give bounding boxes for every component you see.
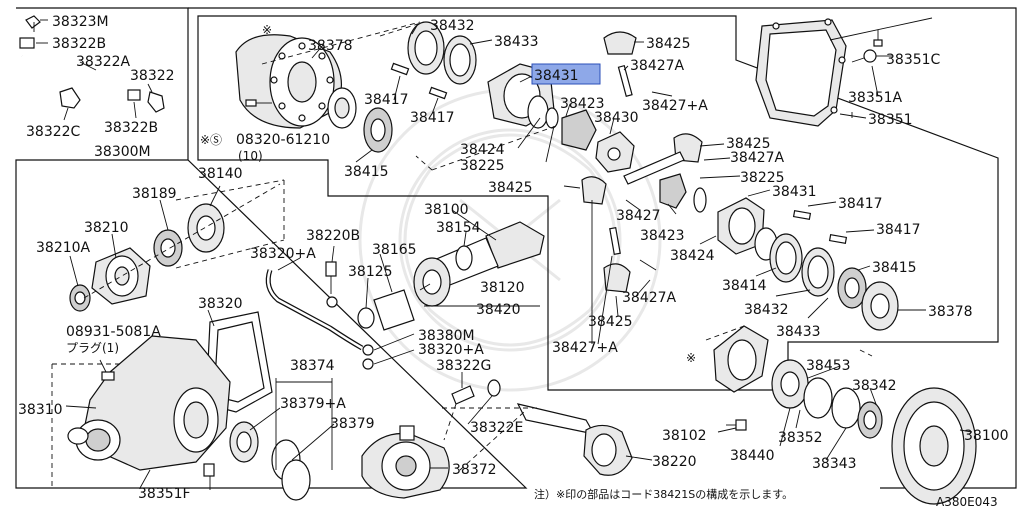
group-labels: 38323M 38322B 38322A 38322 38322C 38322B… bbox=[18, 14, 1009, 502]
label-38351C[interactable]: 38351C bbox=[886, 52, 941, 68]
label-38165[interactable]: 38165 bbox=[372, 242, 417, 258]
label-38414[interactable]: 38414 bbox=[722, 278, 767, 294]
label-38343[interactable]: 38343 bbox=[812, 456, 857, 472]
label-38322E[interactable]: 38322E bbox=[470, 420, 523, 436]
label-38425-low[interactable]: 38425 bbox=[588, 314, 633, 330]
label-38140[interactable]: 38140 bbox=[198, 166, 243, 182]
group-leader-lines bbox=[51, 17, 973, 490]
label-38351[interactable]: 38351 bbox=[868, 112, 913, 128]
label-38210[interactable]: 38210 bbox=[84, 220, 129, 236]
label-38423-mid[interactable]: 38423 bbox=[640, 228, 685, 244]
label-38102[interactable]: 38102 bbox=[662, 428, 707, 444]
label-38424-top[interactable]: 38424 bbox=[460, 142, 505, 158]
label-38427A-top[interactable]: 38427A bbox=[630, 58, 685, 74]
label-38189[interactable]: 38189 bbox=[132, 186, 177, 202]
label-38425-top[interactable]: 38425 bbox=[646, 36, 691, 52]
label-38425-left[interactable]: 38425 bbox=[488, 180, 533, 196]
group-diff-case-upper bbox=[235, 21, 899, 331]
highlight-box-38431 bbox=[531, 63, 601, 85]
label-38427pA-top[interactable]: 38427+A bbox=[642, 98, 708, 114]
label-38100-top[interactable]: 38100 bbox=[424, 202, 469, 218]
label-38430[interactable]: 38430 bbox=[594, 110, 639, 126]
label-38323M[interactable]: 38323M bbox=[52, 14, 109, 30]
footnote: 注）※印の部品はコード38421Sの構成を示します。 bbox=[534, 487, 793, 501]
label-38417-b[interactable]: 38417 bbox=[410, 110, 455, 126]
label-38433-mid[interactable]: 38433 bbox=[776, 324, 821, 340]
label-38225-top[interactable]: 38225 bbox=[460, 158, 505, 174]
label-38352[interactable]: 38352 bbox=[778, 430, 823, 446]
label-38322C[interactable]: 38322C bbox=[26, 124, 81, 140]
group-pinion-flange bbox=[69, 183, 281, 312]
label-38220B[interactable]: 38220B bbox=[306, 228, 360, 244]
label-38154[interactable]: 38154 bbox=[436, 220, 481, 236]
label-38322[interactable]: 38322 bbox=[130, 68, 175, 84]
label-38431-mid[interactable]: 38431 bbox=[772, 184, 817, 200]
label-38380M[interactable]: 38380M bbox=[418, 328, 475, 344]
label-38120[interactable]: 38120 bbox=[480, 280, 525, 296]
label-38378-top[interactable]: 38378 bbox=[308, 38, 353, 54]
label-38417-d[interactable]: 38417 bbox=[876, 222, 921, 238]
label-38379[interactable]: 38379 bbox=[330, 416, 375, 432]
label-38322G[interactable]: 38322G bbox=[436, 358, 491, 374]
label-38310[interactable]: 38310 bbox=[18, 402, 63, 418]
label-38378-mid[interactable]: 38378 bbox=[928, 304, 973, 320]
label-38425-mid[interactable]: 38425 bbox=[726, 136, 771, 152]
label-38432-top[interactable]: 38432 bbox=[430, 18, 475, 34]
label-38415-top[interactable]: 38415 bbox=[344, 164, 389, 180]
label-38351F[interactable]: 38351F bbox=[138, 486, 191, 502]
group-diff-carrier bbox=[67, 311, 311, 501]
star-mark-ring-case: ※ bbox=[686, 351, 696, 365]
label-38125[interactable]: 38125 bbox=[348, 264, 393, 280]
label-38415-mid[interactable]: 38415 bbox=[872, 260, 917, 276]
label-38320pA-top[interactable]: 38320+A bbox=[250, 246, 316, 262]
label-38300M[interactable]: 38300M bbox=[94, 144, 151, 160]
label-38342[interactable]: 38342 bbox=[852, 378, 897, 394]
star-mark-38378: ※ bbox=[262, 23, 272, 37]
label-38420[interactable]: 38420 bbox=[476, 302, 521, 318]
label-38322A[interactable]: 38322A bbox=[76, 54, 131, 70]
diagram-code: A380E043 bbox=[936, 495, 998, 509]
label-38427-mid[interactable]: 38427 bbox=[616, 208, 661, 224]
label-38453[interactable]: 38453 bbox=[806, 358, 851, 374]
label-38322B-top[interactable]: 38322B bbox=[52, 36, 106, 52]
label-08320-61210[interactable]: 08320-61210 bbox=[236, 132, 330, 148]
label-38374[interactable]: 38374 bbox=[290, 358, 335, 374]
label-38320pA-low[interactable]: 38320+A bbox=[418, 342, 484, 358]
label-38433-top[interactable]: 38433 bbox=[494, 34, 539, 50]
label-08320-qty: (10) bbox=[238, 149, 263, 163]
label-38431-highlighted[interactable]: 38431 bbox=[534, 68, 579, 84]
label-38210A[interactable]: 38210A bbox=[36, 240, 91, 256]
label-38417-c[interactable]: 38417 bbox=[838, 196, 883, 212]
label-38322B-bottom[interactable]: 38322B bbox=[104, 120, 158, 136]
label-08931-plug: プラグ(1) bbox=[66, 341, 119, 355]
label-38423-top[interactable]: 38423 bbox=[560, 96, 605, 112]
label-38351A[interactable]: 38351A bbox=[848, 90, 903, 106]
label-38427A-mid[interactable]: 38427A bbox=[730, 150, 785, 166]
label-08931-5081A[interactable]: 08931-5081A bbox=[66, 324, 161, 340]
group-ring-gear bbox=[713, 325, 977, 505]
label-38372[interactable]: 38372 bbox=[452, 462, 497, 478]
label-38427pA-low[interactable]: 38427+A bbox=[552, 340, 618, 356]
label-38427A-low[interactable]: 38427A bbox=[622, 290, 677, 306]
label-38417-a[interactable]: 38417 bbox=[364, 92, 409, 108]
label-38100-low[interactable]: 38100 bbox=[964, 428, 1009, 444]
label-38424-mid[interactable]: 38424 bbox=[670, 248, 715, 264]
group-breather-hoses bbox=[19, 15, 165, 121]
group-rear-cover bbox=[755, 18, 883, 127]
star-s-mark-08320: ※Ⓢ bbox=[200, 133, 222, 147]
group-drive-pinion bbox=[265, 221, 545, 370]
label-38379pA[interactable]: 38379+A bbox=[280, 396, 346, 412]
label-38225-mid[interactable]: 38225 bbox=[740, 170, 785, 186]
label-38320[interactable]: 38320 bbox=[198, 296, 243, 312]
label-38220[interactable]: 38220 bbox=[652, 454, 697, 470]
group-side-flange bbox=[361, 379, 747, 499]
label-38432-mid[interactable]: 38432 bbox=[744, 302, 789, 318]
label-38440[interactable]: 38440 bbox=[730, 448, 775, 464]
